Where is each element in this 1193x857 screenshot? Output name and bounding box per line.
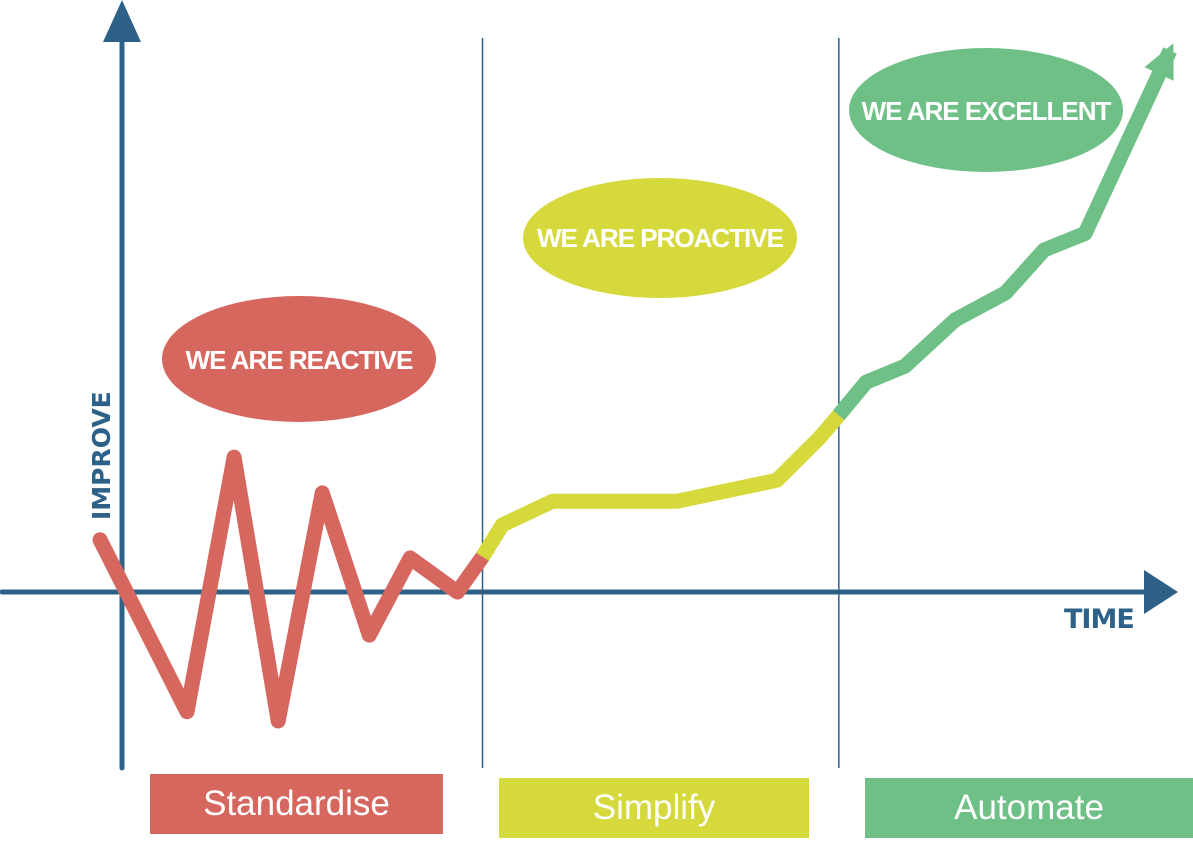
stage-box-automate: Automate bbox=[865, 778, 1193, 838]
series-simplify bbox=[476, 410, 845, 561]
trend-arrow-head-icon bbox=[1144, 43, 1174, 81]
series-automate bbox=[833, 47, 1177, 420]
series-line-automate bbox=[833, 47, 1177, 420]
bubble-reactive-label: WE ARE REACTIVE bbox=[186, 345, 413, 375]
x-axis-label: TIME bbox=[1064, 604, 1134, 635]
stage-label-simplify: Simplify bbox=[592, 788, 716, 827]
stage-box-simplify: Simplify bbox=[499, 778, 809, 838]
bubble-proactive: WE ARE PROACTIVE bbox=[523, 178, 797, 298]
series-line-simplify bbox=[476, 410, 845, 561]
stage-box-standardise: Standardise bbox=[150, 774, 443, 834]
stage-label-standardise: Standardise bbox=[203, 784, 390, 823]
bubble-excellent-label: WE ARE EXCELLENT bbox=[862, 96, 1112, 126]
y-axis-arrow-icon bbox=[103, 0, 141, 42]
y-axis-label: IMPROVE bbox=[87, 391, 116, 520]
series-layer bbox=[92, 47, 1177, 729]
stage-label-automate: Automate bbox=[954, 788, 1104, 827]
x-axis-arrow-icon bbox=[1144, 570, 1178, 614]
bubble-reactive: WE ARE REACTIVE bbox=[162, 296, 436, 422]
series-standardise bbox=[92, 449, 490, 729]
bubble-proactive-label: WE ARE PROACTIVE bbox=[537, 223, 784, 253]
bubble-excellent: WE ARE EXCELLENT bbox=[849, 48, 1123, 172]
series-line-standardise bbox=[92, 449, 490, 729]
